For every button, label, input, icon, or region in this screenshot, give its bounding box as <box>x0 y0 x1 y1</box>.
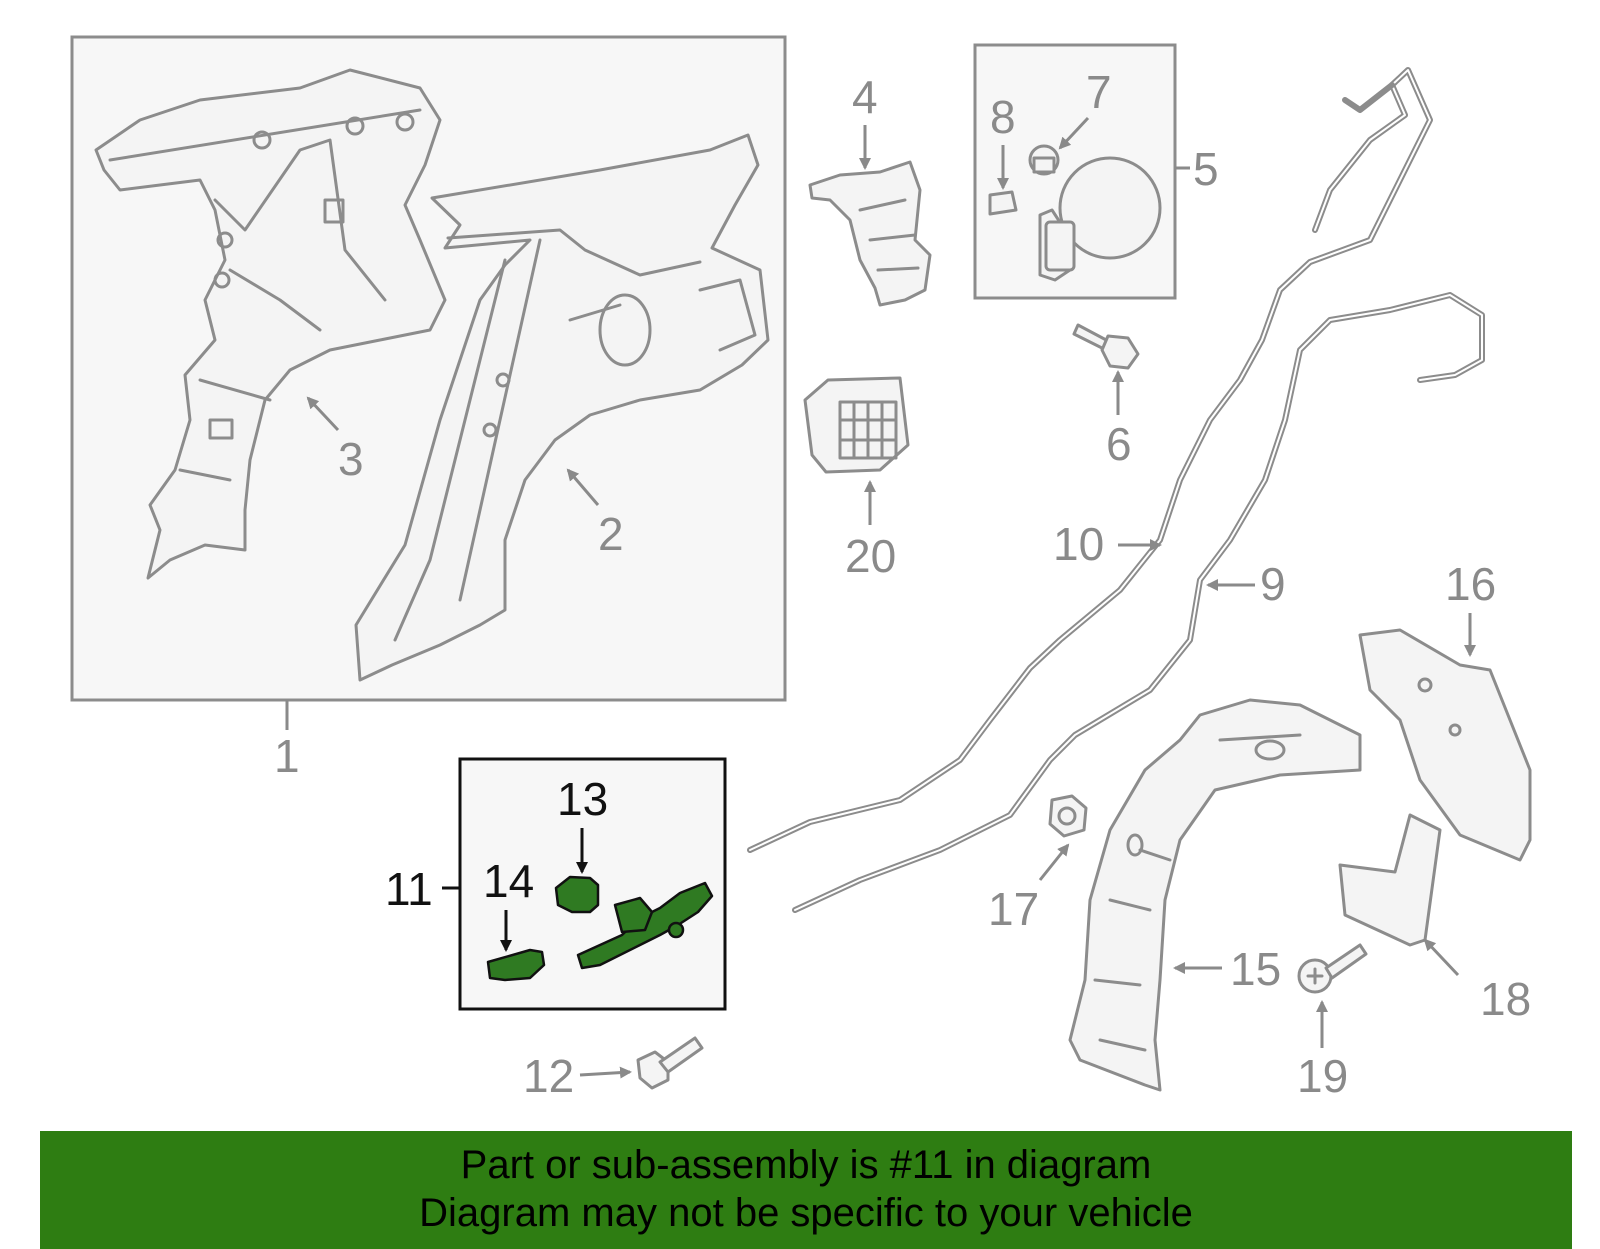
part-16-splash-shield <box>1358 628 1532 862</box>
info-banner: Part or sub-assembly is #11 in diagram D… <box>40 1131 1572 1249</box>
part-3-inner-quarter-panel <box>94 68 447 580</box>
part-17-nut <box>1048 794 1088 838</box>
callout-19: 19 <box>1297 1050 1348 1102</box>
part-12-bolt <box>636 1036 704 1090</box>
callout-17-arrow <box>1038 843 1070 881</box>
part-9-cable <box>792 292 1485 913</box>
callout-18: 18 <box>1480 973 1531 1025</box>
callout-14: 14 <box>483 855 534 907</box>
part-8-clip <box>988 190 1018 216</box>
callout-3-arrow <box>306 396 340 432</box>
part-10-cable <box>747 67 1433 853</box>
callout-4: 4 <box>852 71 878 123</box>
callout-17: 17 <box>988 883 1039 935</box>
part-11-latch-actuator <box>576 881 714 970</box>
callout-10: 10 <box>1053 518 1104 570</box>
callout-11: 11 <box>385 863 433 915</box>
part-4-bracket <box>808 160 932 307</box>
callout-7-arrow <box>1058 116 1090 150</box>
callout-16: 16 <box>1445 558 1496 610</box>
part-6-bolt <box>1072 323 1140 370</box>
part-13-cap <box>554 875 600 914</box>
part-20-vent <box>803 376 910 474</box>
part-14-clip <box>486 948 546 982</box>
part-2-outer-quarter-panel <box>354 133 770 682</box>
callout-12-arrow <box>579 1066 632 1079</box>
callout-9: 9 <box>1260 558 1286 610</box>
part-7-clip <box>1028 144 1060 176</box>
callout-20: 20 <box>845 530 896 582</box>
callout-18-arrow <box>1423 938 1460 977</box>
callout-7: 7 <box>1086 66 1112 118</box>
part-15-wheel-liner <box>1068 698 1362 1092</box>
callout-5: 5 <box>1193 143 1219 195</box>
callout-15: 15 <box>1230 943 1281 995</box>
banner-line-2: Diagram may not be specific to your vehi… <box>419 1191 1193 1235</box>
part-5-fuel-door <box>1038 156 1162 282</box>
callout-2: 2 <box>598 508 624 560</box>
callout-2-arrow <box>566 468 600 506</box>
callout-13: 13 <box>557 773 608 825</box>
callout-3: 3 <box>338 433 364 485</box>
callout-6: 6 <box>1106 418 1132 470</box>
part-19-screw <box>1297 943 1368 994</box>
callout-8: 8 <box>990 91 1016 143</box>
callout-1: 1 <box>274 730 300 782</box>
banner-line-1: Part or sub-assembly is #11 in diagram <box>460 1143 1152 1187</box>
callout-12: 12 <box>523 1050 574 1102</box>
part-18-mud-flap <box>1338 813 1442 947</box>
